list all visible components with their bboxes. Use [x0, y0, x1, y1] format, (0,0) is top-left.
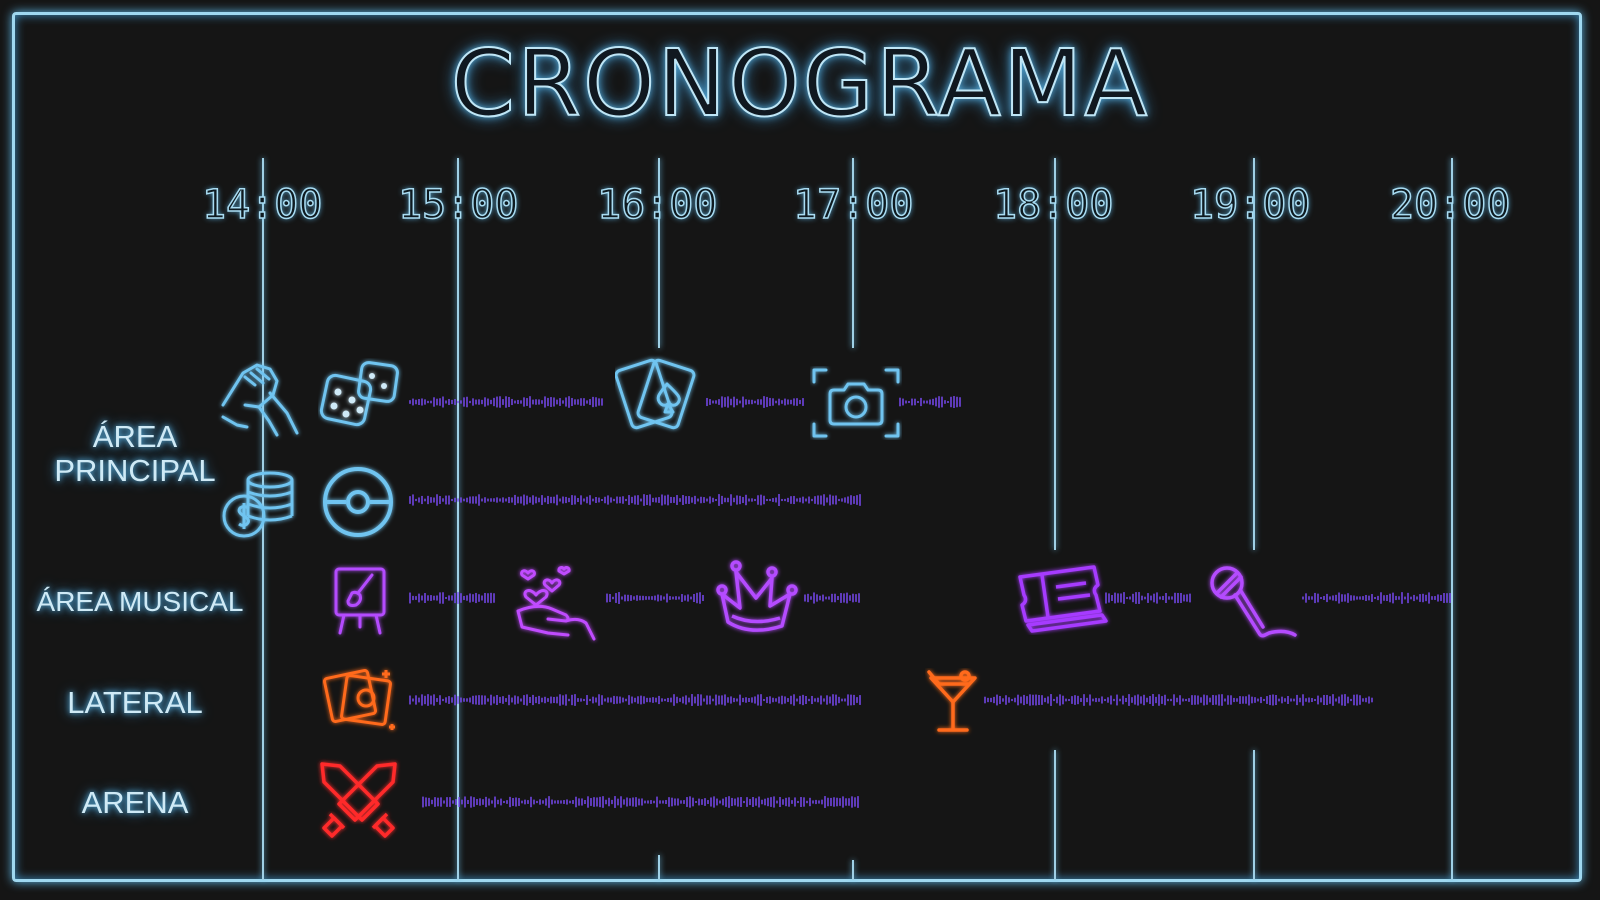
cocktail-icon: [927, 670, 977, 732]
crown-icon: [716, 560, 798, 632]
pokeball-icon: [323, 467, 393, 537]
handshake-icon: [221, 363, 299, 437]
hour-line-17-bottom: [852, 860, 854, 880]
hour-line-18-bottom: [1054, 750, 1056, 880]
time-label-17: 17:00: [792, 181, 914, 229]
row-label-lateral: LATERAL: [67, 685, 203, 720]
neon-frame: [12, 12, 1582, 882]
hour-line-15: [457, 158, 459, 880]
time-label-20: 20:00: [1389, 181, 1511, 229]
easel-icon: [334, 567, 386, 635]
time-label-18: 18:00: [992, 181, 1114, 229]
row-label-arena: ARENA: [81, 785, 189, 820]
tickets-icon: [1018, 565, 1108, 633]
hour-line-19-bottom: [1253, 750, 1255, 880]
camera-icon: [812, 368, 900, 438]
main-waveform: [18, 213, 1576, 341]
coins-icon: [222, 471, 294, 538]
microphone-icon: [1210, 566, 1297, 638]
hearts-hand-icon: [516, 566, 596, 641]
hour-line-16-bottom: [658, 855, 660, 880]
time-label-16: 16:00: [596, 181, 718, 229]
page-title: CRONOGRAMA: [450, 29, 1150, 138]
hour-line-16: [658, 158, 660, 348]
row-label-line1: ÁREA: [92, 419, 178, 454]
dice-icon: [319, 361, 399, 427]
track-waveforms: [409, 396, 1451, 808]
time-label-15: 15:00: [397, 181, 519, 229]
photos-icon: [322, 668, 395, 730]
hour-line-18: [1054, 158, 1056, 550]
time-label-14: 14:00: [201, 181, 323, 229]
cards-icon: [615, 358, 696, 430]
crossed-swords-icon: [320, 762, 397, 838]
row-label-area-principal: ÁREA PRINCIPAL: [40, 420, 230, 488]
hour-line-20: [1451, 158, 1453, 880]
row-label-line2: PRINCIPAL: [54, 453, 216, 488]
hour-line-17: [852, 158, 854, 348]
hour-line-19: [1253, 158, 1255, 550]
row-label-area-musical: ÁREA MUSICAL: [36, 586, 244, 617]
